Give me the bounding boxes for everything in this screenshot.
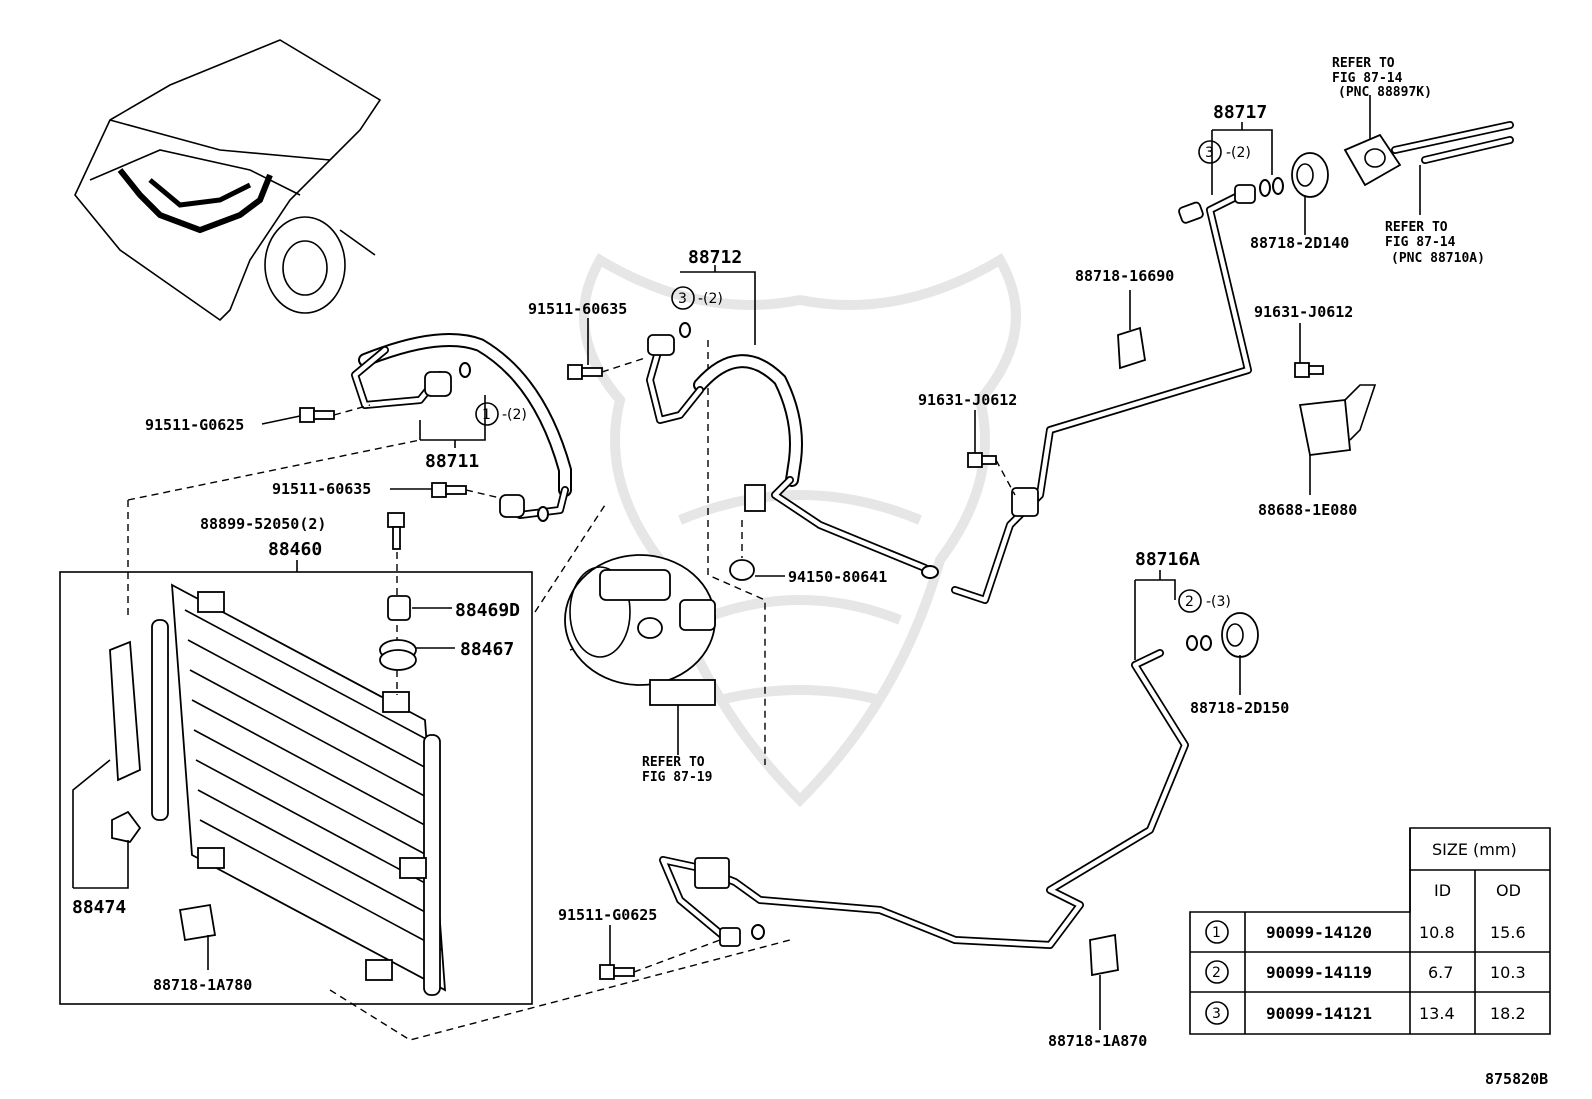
svg-text:-(2): -(2) — [502, 407, 527, 423]
ring-marker-3b: 3 -(2) — [1198, 140, 1251, 164]
label-88718-2d150: 88718-2D150 — [1190, 699, 1289, 717]
clip-icon-1a870 — [1089, 933, 1119, 977]
table-row-3-id: 13.4 — [1419, 1004, 1455, 1023]
label-91511-g0625-a: 91511-G0625 — [145, 416, 244, 434]
label-91631-j0612-a: 91631-J0612 — [918, 391, 1017, 409]
bracket-icon-1e080 — [1298, 384, 1377, 456]
refer-note-88710a: REFER TO FIG 87-14 (PNC 88710A) — [1385, 220, 1485, 266]
svg-text:FIG 87-14: FIG 87-14 — [1385, 235, 1456, 250]
bolt-icon-g0625-a — [299, 407, 335, 423]
label-88718-2d140: 88718-2D140 — [1250, 234, 1349, 252]
table-row-2-od: 10.3 — [1490, 963, 1526, 982]
label-91511-g0625-b: 91511-G0625 — [558, 906, 657, 924]
svg-text:-(2): -(2) — [698, 291, 723, 307]
svg-text:(PNC 88897K): (PNC 88897K) — [1338, 85, 1432, 100]
svg-text:REFER TO: REFER TO — [1332, 56, 1395, 71]
svg-text:-(2): -(2) — [1226, 145, 1251, 161]
svg-text:(PNC 88710A): (PNC 88710A) — [1391, 251, 1485, 266]
drier-cap-icon — [379, 595, 417, 671]
svg-text:REFER TO: REFER TO — [1385, 220, 1448, 235]
label-88718-1a870: 88718-1A870 — [1048, 1032, 1147, 1050]
clip-icon-16690 — [1117, 326, 1147, 370]
label-88460: 88460 — [268, 539, 322, 560]
ring-marker-3a: 3 -(2) — [671, 286, 723, 310]
table-row-2-num: 2 — [1212, 965, 1221, 981]
svg-text:1: 1 — [482, 407, 491, 423]
bolt-icon-60635-a — [567, 364, 603, 380]
vehicle-outline-icon — [74, 39, 382, 322]
condenser-icon — [151, 583, 447, 996]
refer-note-fig-87-19: REFER TO FIG 87-19 — [642, 755, 712, 785]
label-88717: 88717 — [1213, 102, 1267, 123]
table-row-1-id: 10.8 — [1419, 923, 1455, 942]
table-row-1-od: 15.6 — [1490, 923, 1526, 942]
condenser-assembly-box — [59, 571, 533, 1005]
label-88899-52050: 88899-52050(2) — [200, 515, 326, 533]
svg-text:-(3): -(3) — [1206, 594, 1231, 610]
compressor-icon — [564, 554, 716, 706]
ring-marker-2: 2 -(3) — [1178, 589, 1231, 613]
label-88718-16690: 88718-16690 — [1075, 267, 1174, 285]
refer-note-88897k: REFER TO FIG 87-14 (PNC 88897K) — [1332, 56, 1432, 100]
table-header-id: ID — [1434, 881, 1451, 900]
bolt-icon-g0625-b — [599, 964, 635, 980]
suction-pipe-88717 — [951, 177, 1284, 604]
label-88474: 88474 — [72, 897, 126, 918]
label-88716a: 88716A — [1135, 549, 1200, 570]
svg-text:FIG 87-19: FIG 87-19 — [642, 770, 712, 785]
table-header-size: SIZE (mm) — [1432, 840, 1517, 859]
liquid-pipe-88716A — [659, 649, 1189, 949]
bolt-icon-j0612-b — [1294, 362, 1324, 378]
label-91511-60635-a: 91511-60635 — [528, 300, 627, 318]
label-91511-60635-b: 91511-60635 — [272, 480, 371, 498]
diagram-id: 875820B — [1485, 1070, 1548, 1088]
o-ring-size-table: SIZE (mm) ID OD 1 90099-14120 10.8 15.6 … — [1189, 827, 1551, 1035]
svg-text:3: 3 — [1205, 145, 1214, 161]
nut-icon-2d140 — [1291, 152, 1329, 198]
ring-marker-1: 1 -(2) — [475, 402, 527, 426]
bolt-icon — [387, 512, 405, 550]
table-row-1-part: 90099-14120 — [1266, 923, 1372, 942]
suction-hose-88712 — [646, 322, 939, 579]
svg-text:FIG 87-14: FIG 87-14 — [1332, 71, 1403, 86]
label-94150-80641: 94150-80641 — [788, 568, 887, 586]
table-row-2-part: 90099-14119 — [1266, 963, 1372, 982]
svg-text:REFER TO: REFER TO — [642, 755, 705, 770]
bolt-icon-60635-b — [431, 482, 467, 498]
label-88711: 88711 — [425, 451, 479, 472]
label-88718-1a780: 88718-1A780 — [153, 976, 252, 994]
bolt-icon-j0612-a — [967, 452, 997, 468]
label-88467: 88467 — [460, 639, 514, 660]
table-row-3-od: 18.2 — [1490, 1004, 1526, 1023]
plug-icon-94150 — [729, 559, 755, 581]
table-row-2-id: 6.7 — [1428, 963, 1453, 982]
bracket-clip-icon — [178, 903, 217, 942]
discharge-hose-88711 — [351, 333, 572, 522]
table-row-3-num: 3 — [1212, 1006, 1221, 1022]
table-header-od: OD — [1496, 881, 1521, 900]
svg-text:2: 2 — [1185, 594, 1194, 610]
nut-icon-2d150 — [1221, 612, 1259, 658]
expansion-valve-icon — [1343, 121, 1514, 187]
label-88712: 88712 — [688, 247, 742, 268]
svg-text:3: 3 — [678, 291, 687, 307]
side-seal-icon — [109, 640, 142, 844]
table-row-1-num: 1 — [1212, 925, 1221, 941]
label-88688-1e080: 88688-1E080 — [1258, 501, 1357, 519]
table-row-3-part: 90099-14121 — [1266, 1004, 1372, 1023]
label-88469d: 88469D — [455, 600, 520, 621]
label-91631-j0612-b: 91631-J0612 — [1254, 303, 1353, 321]
